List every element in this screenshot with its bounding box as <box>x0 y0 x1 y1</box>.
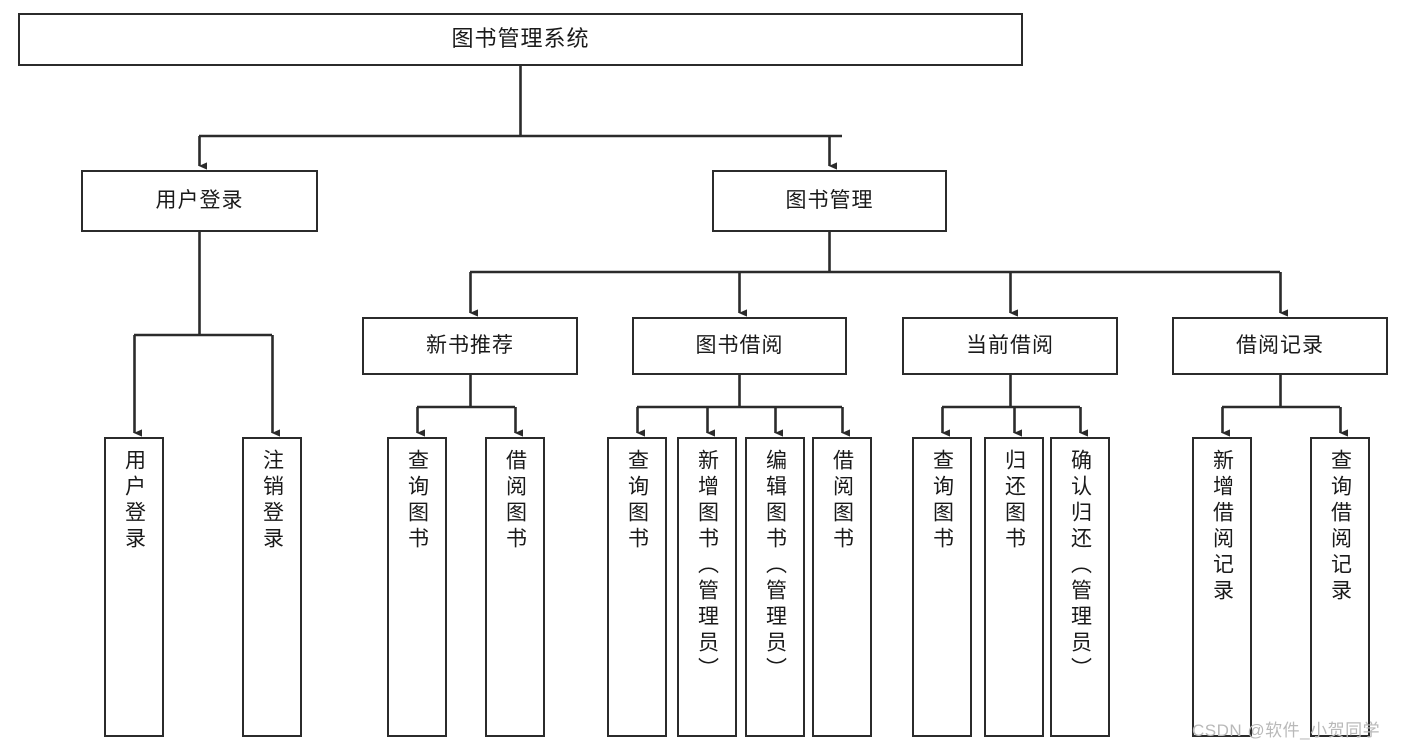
node-leaf-query-book-3[interactable]: 查询图书 <box>912 437 972 737</box>
node-label: 查询图书 <box>625 449 649 553</box>
node-label: 查询图书 <box>405 449 429 553</box>
node-user-login[interactable]: 用户登录 <box>81 170 318 232</box>
node-label: 确认归还（管理员） <box>1068 449 1092 683</box>
node-current-borrow[interactable]: 当前借阅 <box>902 317 1118 375</box>
node-leaf-user-logout[interactable]: 注销登录 <box>242 437 302 737</box>
node-leaf-return-book[interactable]: 归还图书 <box>984 437 1044 737</box>
node-leaf-edit-book-admin[interactable]: 编辑图书（管理员） <box>745 437 805 737</box>
node-label: 借阅图书 <box>830 449 854 553</box>
node-leaf-borrow-book-1[interactable]: 借阅图书 <box>485 437 545 737</box>
node-label: 图书管理系统 <box>451 26 590 52</box>
node-leaf-confirm-return-admin[interactable]: 确认归还（管理员） <box>1050 437 1110 737</box>
csdn-watermark: CSDN @软件_小贺同学 <box>1192 721 1381 740</box>
node-label: 查询借阅记录 <box>1328 449 1352 605</box>
node-label: 注销登录 <box>260 449 284 553</box>
node-label: 归还图书 <box>1002 449 1026 553</box>
node-leaf-query-book-2[interactable]: 查询图书 <box>607 437 667 737</box>
node-book-manage[interactable]: 图书管理 <box>712 170 947 232</box>
node-leaf-query-book-1[interactable]: 查询图书 <box>387 437 447 737</box>
node-label: 查询图书 <box>930 449 954 553</box>
node-book-borrow[interactable]: 图书借阅 <box>632 317 847 375</box>
node-borrow-record[interactable]: 借阅记录 <box>1172 317 1388 375</box>
node-label: 新增借阅记录 <box>1210 449 1234 605</box>
node-leaf-query-borrow-record[interactable]: 查询借阅记录 <box>1310 437 1370 737</box>
node-label: 借阅记录 <box>1236 334 1324 358</box>
node-label: 用户登录 <box>122 449 146 553</box>
node-leaf-add-borrow-record[interactable]: 新增借阅记录 <box>1192 437 1252 737</box>
node-label: 用户登录 <box>155 189 244 213</box>
node-leaf-user-login[interactable]: 用户登录 <box>104 437 164 737</box>
node-label: 当前借阅 <box>966 334 1054 358</box>
node-label: 借阅图书 <box>503 449 527 553</box>
node-label: 编辑图书（管理员） <box>763 449 787 683</box>
node-label: 图书管理 <box>785 189 874 213</box>
node-label: 图书借阅 <box>695 334 784 358</box>
node-root-system[interactable]: 图书管理系统 <box>18 13 1023 66</box>
node-label: 新增图书（管理员） <box>695 449 719 683</box>
node-leaf-borrow-book-2[interactable]: 借阅图书 <box>812 437 872 737</box>
node-new-book-recommend[interactable]: 新书推荐 <box>362 317 578 375</box>
node-label: 新书推荐 <box>426 334 514 358</box>
node-leaf-add-book-admin[interactable]: 新增图书（管理员） <box>677 437 737 737</box>
